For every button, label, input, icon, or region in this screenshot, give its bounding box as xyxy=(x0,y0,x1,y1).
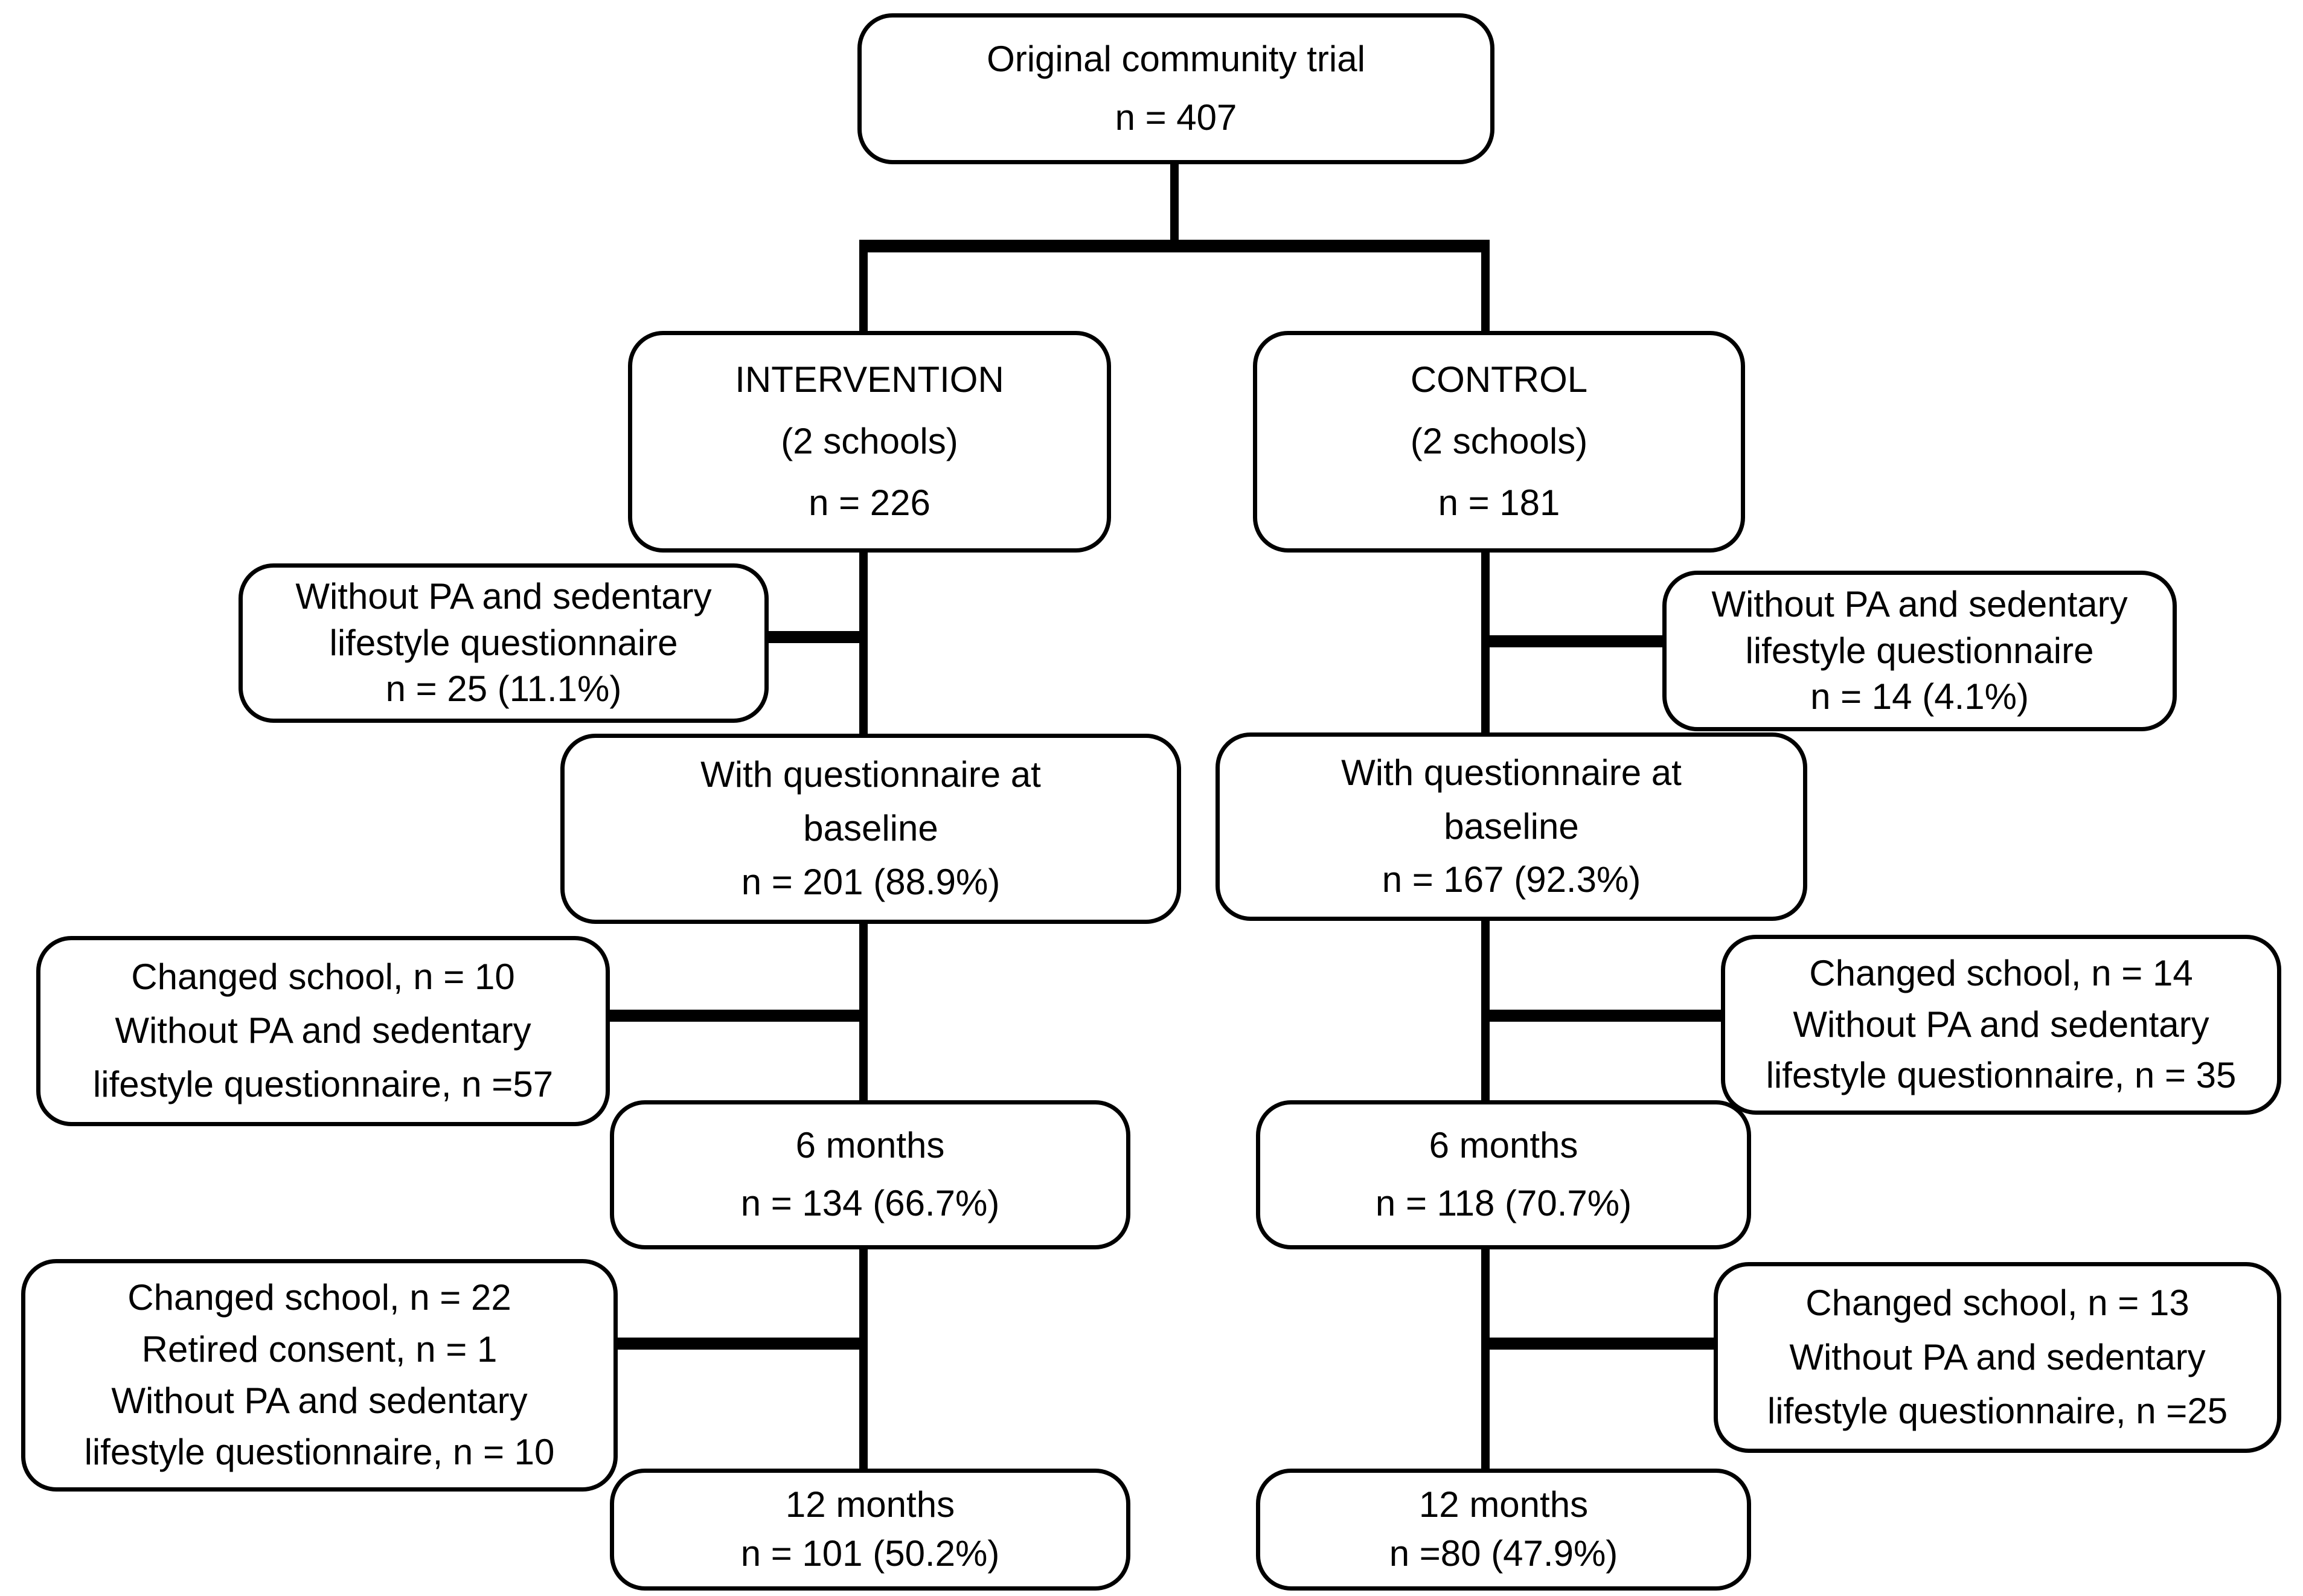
connector-top-stub xyxy=(1170,163,1179,246)
excl-line: Changed school, n = 13 xyxy=(1805,1283,2189,1324)
followup-n: n = 101 (50.2%) xyxy=(740,1533,1000,1574)
node-control-label: CONTROL xyxy=(1410,359,1588,400)
node-control: CONTROL (2 schools) n = 181 xyxy=(1253,331,1745,553)
excl-line: Without PA and sedentary xyxy=(1789,1336,2206,1377)
node-control-6m: 6 months n = 118 (70.7%) xyxy=(1256,1100,1751,1249)
node-intervention-6m: 6 months n = 134 (66.7%) xyxy=(610,1100,1130,1249)
node-intervention: INTERVENTION (2 schools) n = 226 xyxy=(628,331,1111,553)
node-control-excluded-12m: Changed school, n = 13 Without PA and se… xyxy=(1714,1262,2281,1453)
connector-ctl-excl-baseline xyxy=(1481,635,1668,647)
excl-line: Without PA and sedentary xyxy=(1711,583,2128,624)
node-control-schools: (2 schools) xyxy=(1410,421,1588,462)
baseline-n: n = 167 (92.3%) xyxy=(1382,859,1641,900)
excl-line: lifestyle questionnaire xyxy=(329,622,678,663)
connector-int-to-baseline xyxy=(859,550,868,737)
excl-line: Changed school, n = 10 xyxy=(131,957,515,998)
excl-line: Changed school, n = 14 xyxy=(1809,952,2193,993)
followup-n: n = 118 (70.7%) xyxy=(1375,1183,1632,1224)
connector-int-6m-to-12m xyxy=(859,1247,868,1472)
node-control-excluded-6m: Changed school, n = 14 Without PA and se… xyxy=(1721,935,2281,1115)
node-control-12m: 12 months n =80 (47.9%) xyxy=(1256,1469,1751,1591)
excl-line: Retired consent, n = 1 xyxy=(141,1328,498,1370)
node-intervention-label: INTERVENTION xyxy=(735,359,1004,400)
excl-line: n = 25 (11.1%) xyxy=(385,668,622,709)
excl-line: lifestyle questionnaire, n =25 xyxy=(1767,1390,2228,1431)
node-original-trial-n: n = 407 xyxy=(1115,97,1237,138)
excl-line: Without PA and sedentary xyxy=(115,1010,531,1051)
followup-label: 12 months xyxy=(1418,1484,1589,1525)
node-control-n: n = 181 xyxy=(1438,482,1560,524)
baseline-line: baseline xyxy=(803,808,938,849)
node-intervention-schools: (2 schools) xyxy=(781,421,958,462)
followup-label: 6 months xyxy=(795,1125,945,1166)
connector-split-bar xyxy=(859,240,1490,252)
node-intervention-excluded-baseline: Without PA and sedentary lifestyle quest… xyxy=(239,563,769,723)
connector-int-excl-6m xyxy=(605,1010,868,1022)
node-intervention-baseline: With questionnaire at baseline n = 201 (… xyxy=(560,734,1181,924)
followup-n: n = 134 (66.7%) xyxy=(740,1183,1000,1224)
baseline-line: With questionnaire at xyxy=(700,754,1041,795)
excl-line: lifestyle questionnaire, n =57 xyxy=(92,1064,554,1105)
node-intervention-12m: 12 months n = 101 (50.2%) xyxy=(610,1469,1130,1591)
followup-label: 6 months xyxy=(1429,1125,1578,1166)
excl-line: lifestyle questionnaire, n = 35 xyxy=(1766,1055,2237,1096)
connector-ctl-6m-to-12m xyxy=(1481,1247,1490,1472)
node-intervention-n: n = 226 xyxy=(809,482,930,524)
connector-int-excl-baseline xyxy=(763,631,868,643)
baseline-line: baseline xyxy=(1444,806,1579,847)
excl-line: n = 14 (4.1%) xyxy=(1810,676,2029,717)
node-intervention-excluded-12m: Changed school, n = 22 Retired consent, … xyxy=(21,1259,618,1492)
followup-n: n =80 (47.9%) xyxy=(1389,1533,1618,1574)
excl-line: Changed school, n = 22 xyxy=(127,1277,511,1318)
connector-drop-intervention xyxy=(859,240,868,333)
connector-ctl-excl-6m xyxy=(1481,1010,1727,1022)
node-control-baseline: With questionnaire at baseline n = 167 (… xyxy=(1216,732,1807,921)
node-original-trial: Original community trial n = 407 xyxy=(857,13,1494,164)
node-original-trial-label: Original community trial xyxy=(987,39,1365,80)
baseline-line: With questionnaire at xyxy=(1341,752,1682,793)
excl-line: lifestyle questionnaire xyxy=(1745,630,2094,671)
connector-int-excl-12m xyxy=(612,1338,868,1350)
connector-drop-control xyxy=(1481,240,1490,333)
excl-line: Without PA and sedentary xyxy=(295,576,712,617)
excl-line: Without PA and sedentary xyxy=(111,1380,528,1421)
excl-line: Without PA and sedentary xyxy=(1793,1004,2209,1045)
node-control-excluded-baseline: Without PA and sedentary lifestyle quest… xyxy=(1662,571,2177,731)
baseline-n: n = 201 (88.9%) xyxy=(741,862,1001,903)
node-intervention-excluded-6m: Changed school, n = 10 Without PA and se… xyxy=(36,936,610,1126)
excl-line: lifestyle questionnaire, n = 10 xyxy=(84,1431,555,1472)
connector-ctl-excl-12m xyxy=(1481,1338,1720,1350)
followup-label: 12 months xyxy=(785,1484,955,1525)
